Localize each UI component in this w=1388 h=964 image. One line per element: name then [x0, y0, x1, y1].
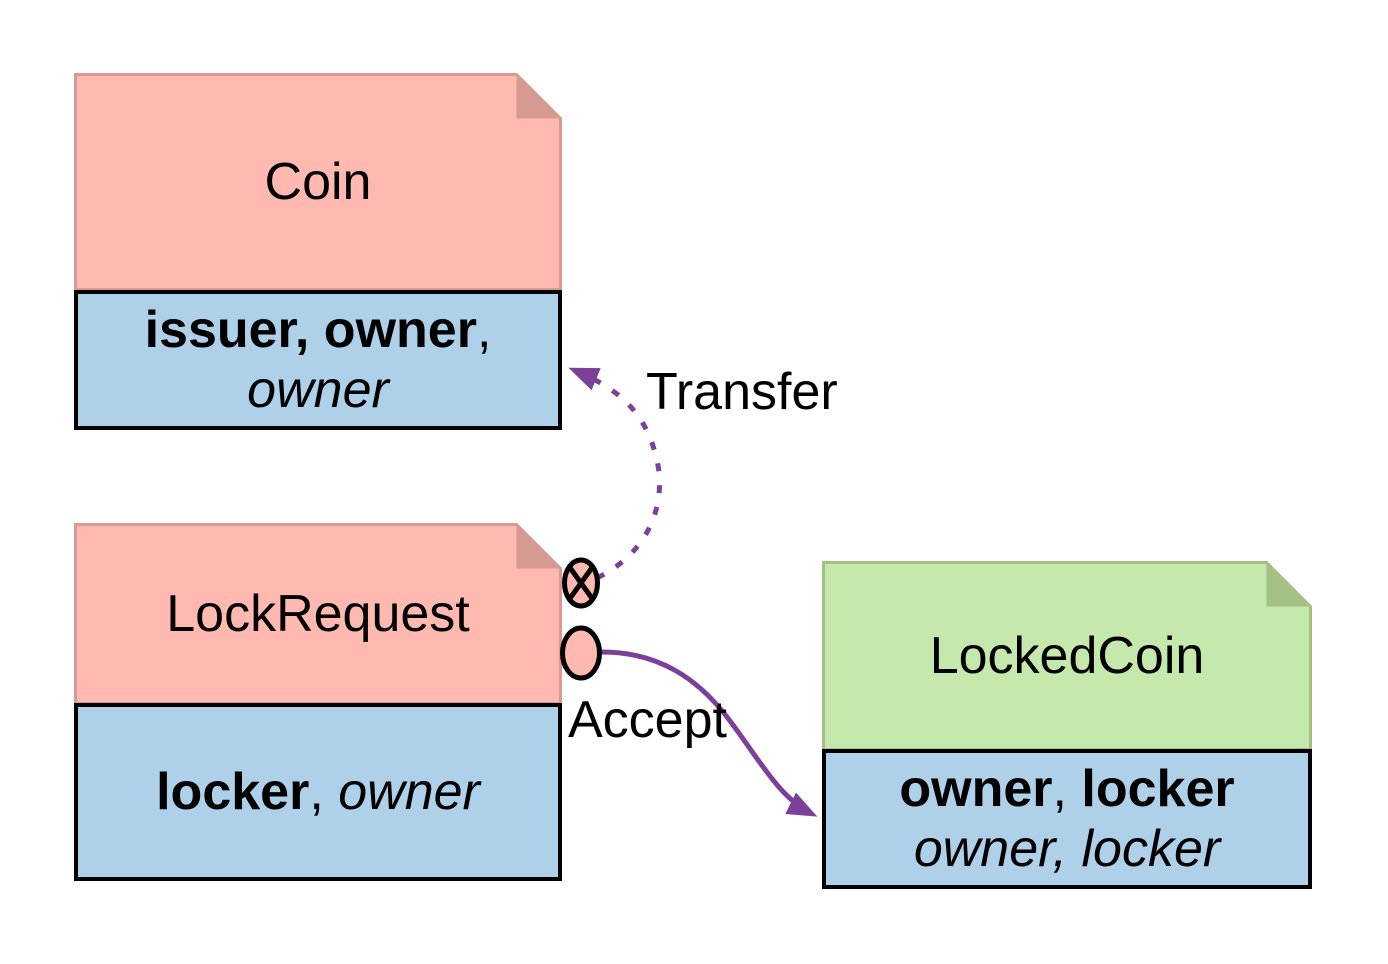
lockrequest-header-shape — [74, 523, 562, 705]
lockrequest-header-card — [74, 523, 562, 705]
lockedcoin-attribute-line-2: owner, locker — [913, 820, 1221, 878]
lockedcoin-header-shape — [822, 561, 1312, 751]
lockrequest-attribute-line-1: locker, owner — [156, 763, 480, 821]
fold-corner-icon — [516, 524, 561, 569]
accept-label: Accept — [568, 691, 727, 749]
fold-corner-icon — [1266, 562, 1311, 607]
circle-x-icon — [562, 557, 600, 609]
circle-icon — [560, 625, 602, 681]
coin-header-card — [74, 73, 562, 291]
lockedcoin-header-card — [822, 561, 1312, 751]
lockedcoin-attribute-line-1: owner, locker — [899, 760, 1235, 818]
coin-header-shape — [74, 73, 562, 291]
fold-corner-icon — [516, 74, 561, 119]
coin-attribute-line-1: issuer, owner, — [144, 301, 492, 359]
lockedcoin-attributes: owner, locker owner, locker — [822, 749, 1312, 889]
coin-attributes: issuer, owner, owner — [74, 290, 562, 430]
lockrequest-attributes: locker, owner — [74, 703, 562, 881]
transfer-label: Transfer — [646, 363, 838, 421]
coin-attribute-line-2: owner — [247, 361, 389, 419]
